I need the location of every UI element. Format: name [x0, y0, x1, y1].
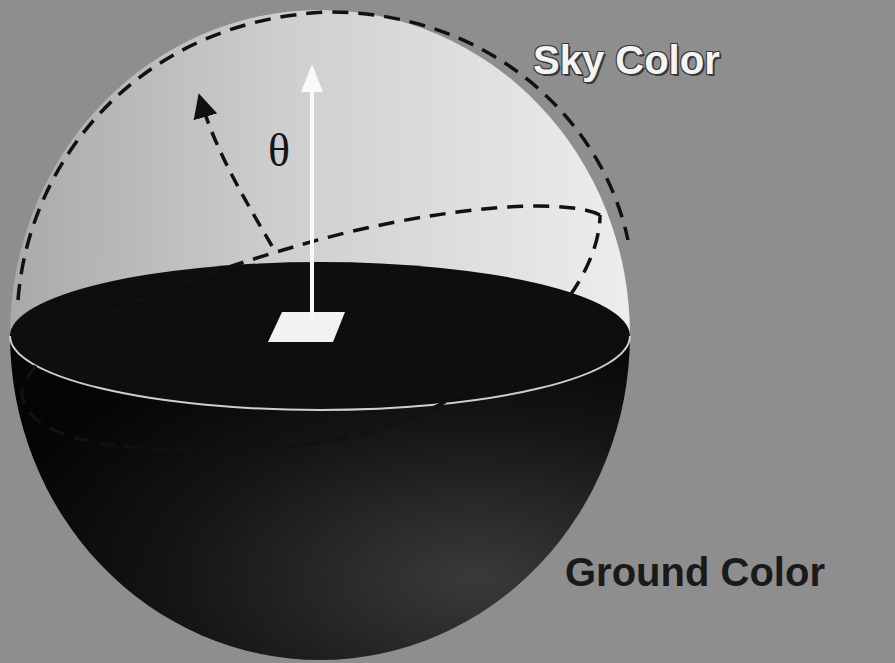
angle-symbol: θ — [265, 128, 293, 174]
surface-patch — [268, 312, 345, 342]
horizon-rim — [10, 336, 630, 410]
normal-arrow — [310, 88, 314, 318]
angle-arc — [200, 98, 272, 246]
horizon-disc — [10, 262, 630, 410]
normal-arrowhead — [301, 64, 323, 92]
sky-label: Sky Color — [533, 40, 720, 80]
ground-label: Ground Color — [565, 552, 825, 592]
